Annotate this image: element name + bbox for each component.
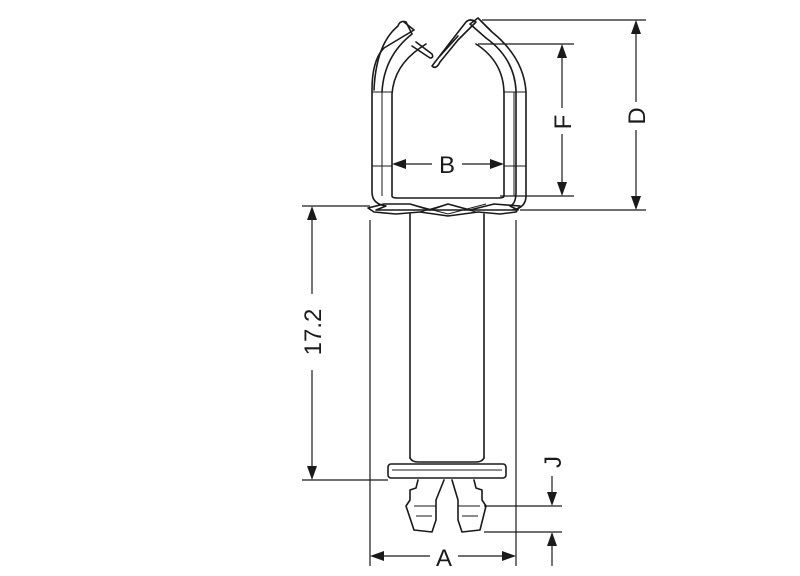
clip-head (367, 17, 527, 217)
j-arrow-top (547, 492, 557, 506)
b-arrow-right (490, 159, 504, 169)
f-arrow-bottom (557, 182, 567, 196)
snap-legs (405, 479, 487, 533)
d-arrow-bottom (631, 196, 641, 210)
clip-right-jaw (431, 19, 477, 69)
dimension-b: B (392, 152, 504, 179)
f-arrow-top (557, 44, 567, 58)
d-arrow-top (631, 20, 641, 34)
dimension-f: F (478, 43, 577, 197)
dimension-a: A (369, 220, 517, 572)
a-arrow-right (502, 551, 516, 561)
dimension-length: 17.2 (300, 205, 388, 481)
clip-right-tip (439, 35, 459, 57)
dimension-j: J (484, 456, 567, 566)
dimension-d: D (482, 19, 651, 211)
b-label: B (439, 152, 455, 179)
clip-outer-outline (371, 17, 527, 211)
leg-details (414, 505, 480, 517)
f-label: F (550, 115, 577, 130)
length-label: 17.2 (300, 309, 327, 356)
left-snap-leg (405, 479, 445, 533)
clip-left-jaw (373, 20, 413, 93)
j-arrow-bottom (547, 532, 557, 546)
wall-ledges (372, 91, 526, 167)
flange-cross (409, 203, 487, 215)
right-snap-leg (451, 479, 487, 533)
a-arrow-left (370, 551, 384, 561)
b-arrow-left (392, 159, 406, 169)
stem (409, 213, 485, 463)
j-label: J (540, 456, 567, 468)
collar (387, 463, 507, 479)
d-label: D (624, 107, 651, 124)
length-arrow-bottom (307, 466, 317, 480)
stem-fillet (409, 457, 485, 463)
a-label: A (436, 545, 452, 572)
length-arrow-top (307, 206, 317, 220)
clip-inner-cavity (391, 43, 505, 199)
clip-left-tip (411, 41, 434, 59)
collar-body (387, 463, 507, 479)
